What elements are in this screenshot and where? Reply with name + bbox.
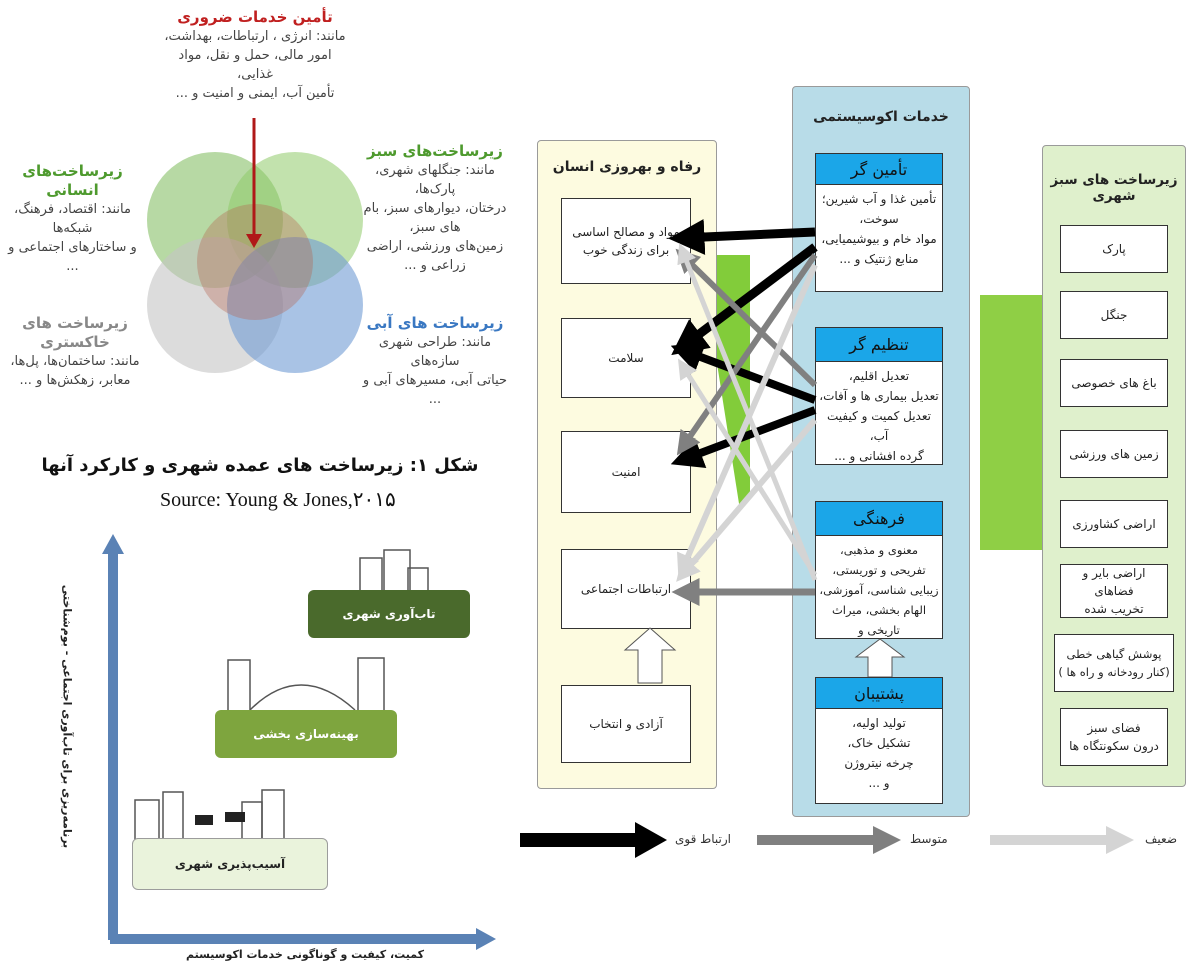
green-item-linear-vegetation: پوشش گیاهی خطی (کنار رودخانه و راه ها ) [1054,634,1174,692]
essential-line-3: تأمین آب، ایمنی و امنیت و ... [175,86,335,101]
service-supporting-head: پشتیبان [815,677,943,708]
arrow-provisioning-to-security [676,253,818,456]
grey-line-1: مانند: ساختمان‌ها، پل‌ها، [10,354,140,369]
green-item-forest: جنگل [1060,291,1168,339]
service-regulating-line-2: تعدیل بیماری ها و آفات، [819,389,939,403]
essential-arrow-head [246,234,262,248]
service-provisioning-line-4: منابع ژنتیک و ... [839,252,919,266]
service-regulating-line-3: تعدیل کمیت و کیفیت آب، [827,409,931,443]
green-item-derelict-land: اراضی بایر و فضاهای تخریب شده [1060,564,1168,618]
arrow-provisioning-to-materials [668,219,816,255]
green-item-settlement-green: فضای سبز درون سکونتگاه ها [1060,708,1168,766]
arrow-provisioning-to-health [671,243,818,356]
y-axis-arrowhead [102,534,124,554]
legend-medium-label: متوسط [910,832,948,846]
resilience-diagram: تاب‌آوری شهری بهینه‌سازی بخشی آسیب‌پذیری… [0,520,510,961]
resilience-axes [102,534,496,950]
x-axis-label: کمیت، کیفیت و گوناگونی خدمات اکوسیستم [185,948,425,961]
freedom-up-arrow [623,627,677,684]
blue-circle [227,237,363,373]
service-provisioning-head: تأمین گر [815,153,943,184]
step-sectoral-optimization: بهینه‌سازی بخشی [215,710,397,758]
service-provisioning-line-1: تأمین غذا و آب شیرین؛ [821,192,937,206]
service-cultural-head: فرهنگی [815,501,943,535]
service-regulating-body: تعدیل اقلیم، تعدیل بیماری ها و آفات، تعد… [815,361,943,465]
service-provisioning-line-3: مواد خام و بیوشیمیایی، [821,232,937,246]
service-regulating-line-4: گرده افشانی و ... [834,449,924,463]
green-title: زیرساخت‌های سبز [367,142,503,160]
green-link-bar [980,295,1050,550]
service-supporting-body: تولید اولیه، تشکیل خاک، چرخه نیتروژن و .… [815,708,943,804]
service-cultural: فرهنگی معنوی و مذهبی، تفریحی و توریستی، … [815,501,943,639]
human-line-2: و ساختارهای اجتماعی و ... [8,240,137,274]
arrow-cultural-to-materials [677,243,818,581]
blue-line-2: حیاتی آبی، مسیرهای آبی و ... [362,373,508,407]
legend: ارتباط قوی متوسط ضعیف [515,820,1186,860]
wellbeing-title: رفاه و بهروزی انسان [552,159,702,175]
core-circle [197,204,313,320]
service-regulating-head: تنظیم گر [815,327,943,361]
service-supporting-line-1: تولید اولیه، [852,716,906,730]
green-line-1: مانند: جنگلهای شهری، پارک‌ها، [375,163,495,197]
service-provisioning-body: تأمین غذا و آب شیرین؛ سوخت، مواد خام و ب… [815,184,943,292]
legend-strong-label: ارتباط قوی [675,832,731,846]
wellbeing-freedom-choice: آزادی و انتخاب [561,685,691,763]
arrow-regulating-to-materials [675,248,818,388]
venn-circles [147,118,363,373]
arrow-regulating-to-social [676,418,818,582]
blue-line-1: مانند: طراحی شهری سازه‌های [378,335,492,369]
service-regulating-line-1: تعدیل اقلیم، [848,369,910,383]
essential-line-1: مانند: انرژی ، ارتباطات، بهداشت، [164,29,346,44]
service-provisioning: تأمین گر تأمین غذا و آب شیرین؛ سوخت، موا… [815,153,943,292]
service-cultural-line-1: معنوی و مذهبی، [839,543,918,557]
wellbeing-social-relations: ارتباطات اجتماعی [561,549,691,629]
green-item-park: پارک [1060,225,1168,273]
figure-source: Source: Young & Jones,۲۰۱۵ [160,489,396,511]
service-cultural-line-4: الهام بخشی، میراث تاریخی و [831,603,927,637]
green-item-private-gardens: باغ های خصوصی [1060,359,1168,407]
service-cultural-line-3: زیبایی شناسی، آموزشی، [819,583,939,597]
green-infra-column: زیرساخت های سبز شهری پارک جنگل باغ های خ… [1042,145,1186,787]
human-title: زیرساخت‌های انسانی [22,162,123,199]
arrow-regulating-to-security [670,406,817,468]
service-supporting-line-3: چرخه نیتروژن [844,756,914,770]
green-infra-title: زیرساخت های سبز شهری [1050,172,1178,204]
arrow-regulating-to-health [670,342,817,404]
arrow-cultural-to-health [677,358,818,577]
legend-arrows [520,822,1134,858]
wellbeing-security: امنیت [561,431,691,513]
service-cultural-line-2: تفریحی و توریستی، [832,563,926,577]
wellbeing-health: سلامت [561,318,691,398]
service-provisioning-line-2: سوخت، [859,212,899,226]
essential-line-2: امور مالی، حمل و نقل، مواد غذایی، [178,48,332,82]
green-line-2: درختان، دیوارهای سبز، بام های سبز، [363,201,507,235]
service-supporting: پشتیبان تولید اولیه، تشکیل خاک، چرخه نیت… [815,677,943,804]
green-line-3: زمین‌های ورزشی، اراضی زراعی و ... [366,239,504,273]
service-regulating: تنظیم گر تعدیل اقلیم، تعدیل بیماری ها و … [815,327,943,465]
essential-title: تأمین خدمات ضروری [177,8,333,26]
human-line-1: مانند: اقتصاد، فرهنگ، شبکه‌ها [14,202,131,236]
green-item-agricultural: اراضی کشاورزی [1060,500,1168,548]
ecosystem-title: خدمات اکوسیستمی [813,109,949,125]
blue-title: زیرساخت های آبی [366,314,504,332]
service-supporting-line-4: و ... [868,776,890,790]
venn-diagram: تأمین خدمات ضروری مانند: انرژی ، ارتباطا… [0,0,520,407]
legend-weak-label: ضعیف [1145,832,1178,846]
step-urban-vulnerability: آسیب‌پذیری شهری [132,838,328,890]
green-item-sports-fields: زمین های ورزشی [1060,430,1168,478]
step-urban-resilience: تاب‌آوری شهری [308,590,470,638]
service-cultural-body: معنوی و مذهبی، تفریحی و توریستی، زیبایی … [815,535,943,639]
figure-caption: شکل ۱: زیرساخت های عمده شهری و کارکرد آن… [41,455,479,476]
service-supporting-line-2: تشکیل خاک، [847,736,911,750]
grey-line-2: معابر، زهکش‌ها و ... [19,373,131,388]
x-axis-arrowhead [476,928,496,950]
grey-title: زیرساخت های خاکستری [22,314,128,351]
